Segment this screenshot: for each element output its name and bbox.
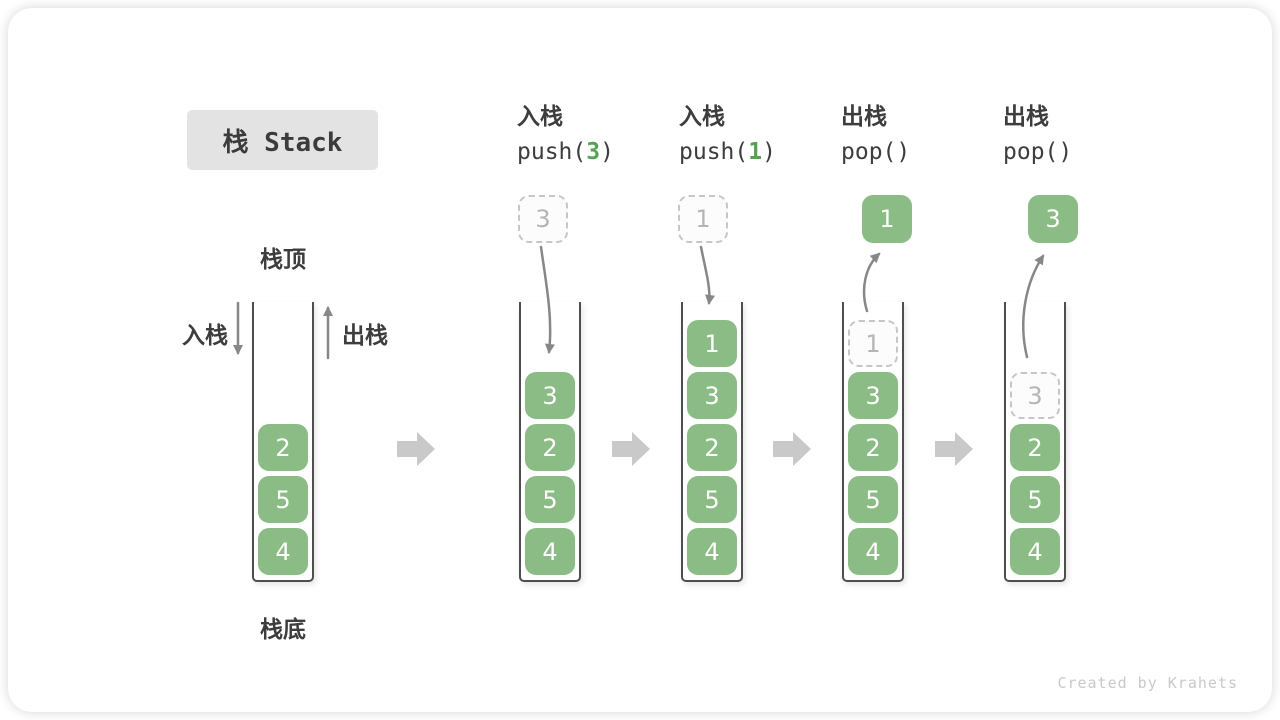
- stack-after-pop-3: 3 2 5 4: [1004, 302, 1066, 582]
- stack-cell: 5: [848, 476, 898, 523]
- stack-after-push-3: 3 2 5 4: [519, 302, 581, 582]
- code-post: ): [762, 139, 776, 165]
- title-box: 栈 Stack: [187, 110, 378, 170]
- code-pre: pop(: [1003, 139, 1059, 165]
- stack-cell-ghost: 1: [848, 320, 898, 367]
- stack-cell: 2: [848, 424, 898, 471]
- title-label: 栈 Stack: [222, 127, 343, 158]
- popped-value-box: 3: [1028, 195, 1078, 243]
- stack-cell: 3: [525, 372, 575, 419]
- op-label: 入栈: [517, 104, 563, 130]
- code-pre: push(: [679, 139, 749, 165]
- push-label: 入栈: [182, 323, 228, 349]
- incoming-value-box: 1: [678, 195, 728, 243]
- stack-cell: 5: [258, 476, 308, 523]
- credit-text: Created by Krahets: [1057, 674, 1238, 692]
- stack-cell: 4: [258, 528, 308, 575]
- stack-cell: 5: [1010, 476, 1060, 523]
- code-pre: push(: [517, 139, 587, 165]
- stack-cell: 5: [687, 476, 737, 523]
- code-label: pop(): [1003, 138, 1072, 166]
- step-4-header: 出栈 pop(): [1003, 103, 1072, 166]
- stack-initial: 2 5 4: [252, 302, 314, 582]
- stack-cell: 3: [848, 372, 898, 419]
- stack-cell-ghost: 3: [1010, 372, 1060, 419]
- code-label: push(1): [679, 138, 776, 166]
- incoming-value-box: 3: [518, 195, 568, 243]
- stack-cell: 2: [258, 424, 308, 471]
- stack-cell: 2: [525, 424, 575, 471]
- stack-top-label: 栈顶: [260, 247, 306, 273]
- stack-after-pop-1: 1 3 2 5 4: [842, 302, 904, 582]
- stack-bottom-label: 栈底: [260, 617, 306, 643]
- stack-after-push-1: 1 3 2 5 4: [681, 302, 743, 582]
- step-3-header: 出栈 pop(): [841, 103, 910, 166]
- popped-value-box: 1: [862, 195, 912, 243]
- code-pre: pop(: [841, 139, 897, 165]
- stack-cell: 4: [687, 528, 737, 575]
- step-2-header: 入栈 push(1): [679, 103, 776, 166]
- op-label: 出栈: [841, 104, 887, 130]
- stack-cell: 5: [525, 476, 575, 523]
- code-label: push(3): [517, 138, 614, 166]
- stack-cell: 2: [687, 424, 737, 471]
- stack-cell: 4: [1010, 528, 1060, 575]
- code-arg: 1: [748, 139, 763, 165]
- stack-cell: 4: [848, 528, 898, 575]
- pop-label: 出栈: [342, 323, 388, 349]
- op-label: 入栈: [679, 104, 725, 130]
- code-post: ): [1058, 139, 1073, 165]
- code-post: ): [600, 139, 614, 165]
- stack-cell: 4: [525, 528, 575, 575]
- code-arg: 3: [586, 139, 601, 165]
- op-label: 出栈: [1003, 104, 1049, 130]
- stack-cell: 2: [1010, 424, 1060, 471]
- code-post: ): [896, 139, 911, 165]
- code-label: pop(): [841, 138, 910, 166]
- step-1-header: 入栈 push(3): [517, 103, 614, 166]
- stack-cell: 1: [687, 320, 737, 367]
- stack-cell: 3: [687, 372, 737, 419]
